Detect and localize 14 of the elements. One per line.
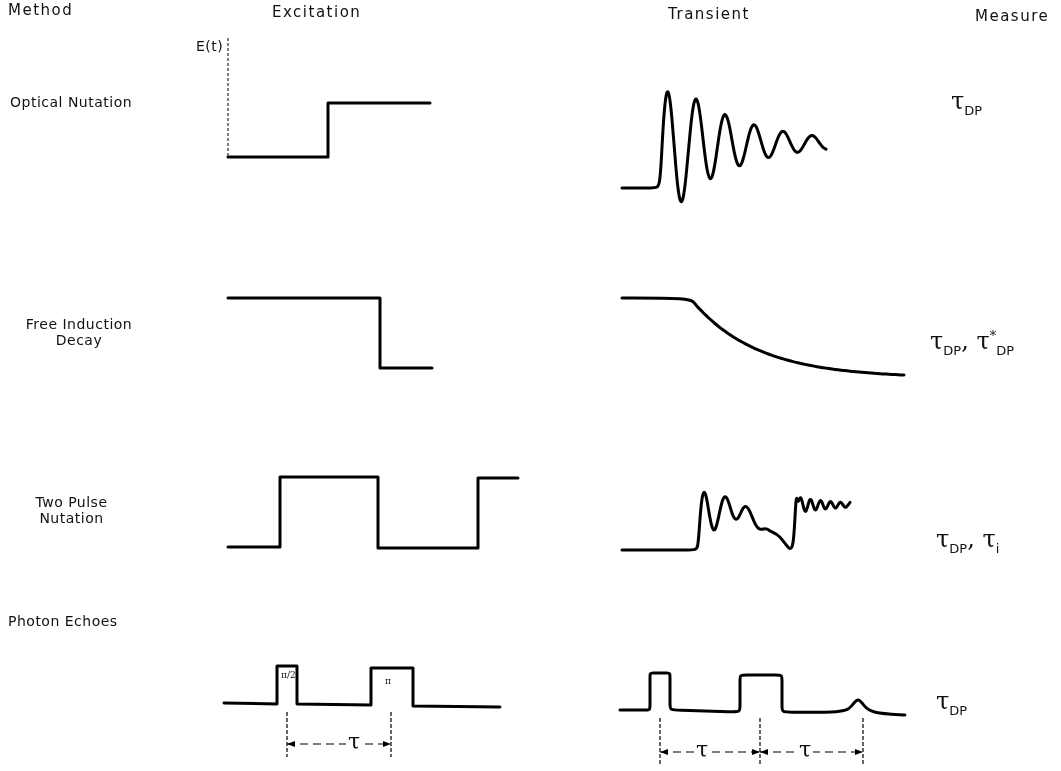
axis-label: E(t) [196, 38, 224, 55]
column-heading: Method [8, 2, 74, 20]
method-name: Two Pulse Nutation [34, 494, 109, 527]
pulse-label: π/2 [281, 670, 295, 681]
measure-symbol: τ$_{DP}$, τ$_{i}$ [936, 526, 1000, 557]
pulse-label: π [385, 676, 391, 687]
column-heading: Excitation [272, 4, 362, 22]
method-name: Photon Echoes [8, 613, 118, 630]
measure-symbol: τ$_{DP}$ [936, 688, 968, 719]
method-name: Optical Nutation [10, 94, 133, 111]
column-heading: Measure [975, 8, 1050, 26]
method-name: Free Induction Decay [24, 316, 134, 349]
column-heading: Transient [668, 6, 750, 24]
measure-symbol: τ$_{DP}$ [951, 88, 983, 119]
